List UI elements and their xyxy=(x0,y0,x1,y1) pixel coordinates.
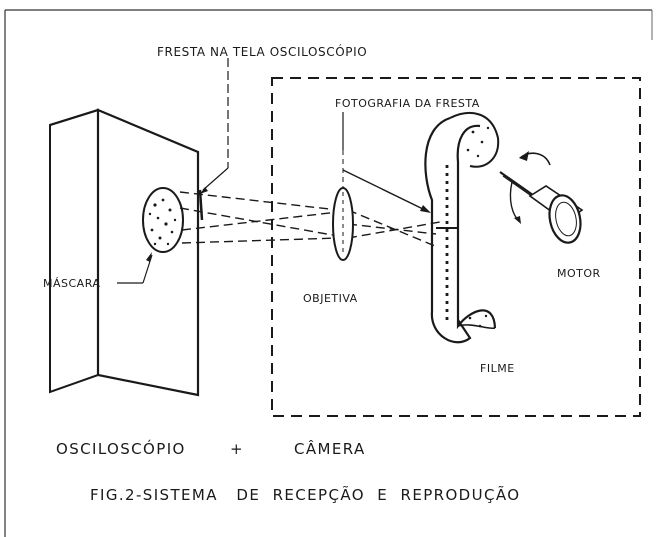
mascara-leader xyxy=(117,252,153,284)
fotografia-leader xyxy=(342,112,431,213)
screen-mask xyxy=(142,187,184,253)
mascara-label: MÁSCARA xyxy=(43,277,100,290)
motor-label: MOTOR xyxy=(557,267,601,280)
fresta-leader xyxy=(200,58,229,194)
camera-label: CÂMERA xyxy=(294,439,366,458)
film-strip xyxy=(424,111,500,344)
oscilloscope-label: OSCILOSCÓPIO xyxy=(56,439,186,458)
objective-lens xyxy=(332,150,354,261)
plus-sign: + xyxy=(230,440,244,458)
motor xyxy=(499,151,584,244)
objetiva-label: OBJETIVA xyxy=(303,292,358,305)
optical-rays xyxy=(179,191,441,247)
camera-box xyxy=(271,77,641,417)
fresta-label: FRESTA NA TELA OSCILOSCÓPIO xyxy=(157,44,367,59)
outer-frame xyxy=(4,9,653,537)
fotografia-label: FOTOGRAFIA DA FRESTA xyxy=(335,97,480,110)
filme-label: FILME xyxy=(480,362,515,375)
oscilloscope-block xyxy=(49,108,200,397)
figure-caption: FIG.2-SISTEMA DE RECEPÇÃO E REPRODUÇÃO xyxy=(90,485,520,504)
